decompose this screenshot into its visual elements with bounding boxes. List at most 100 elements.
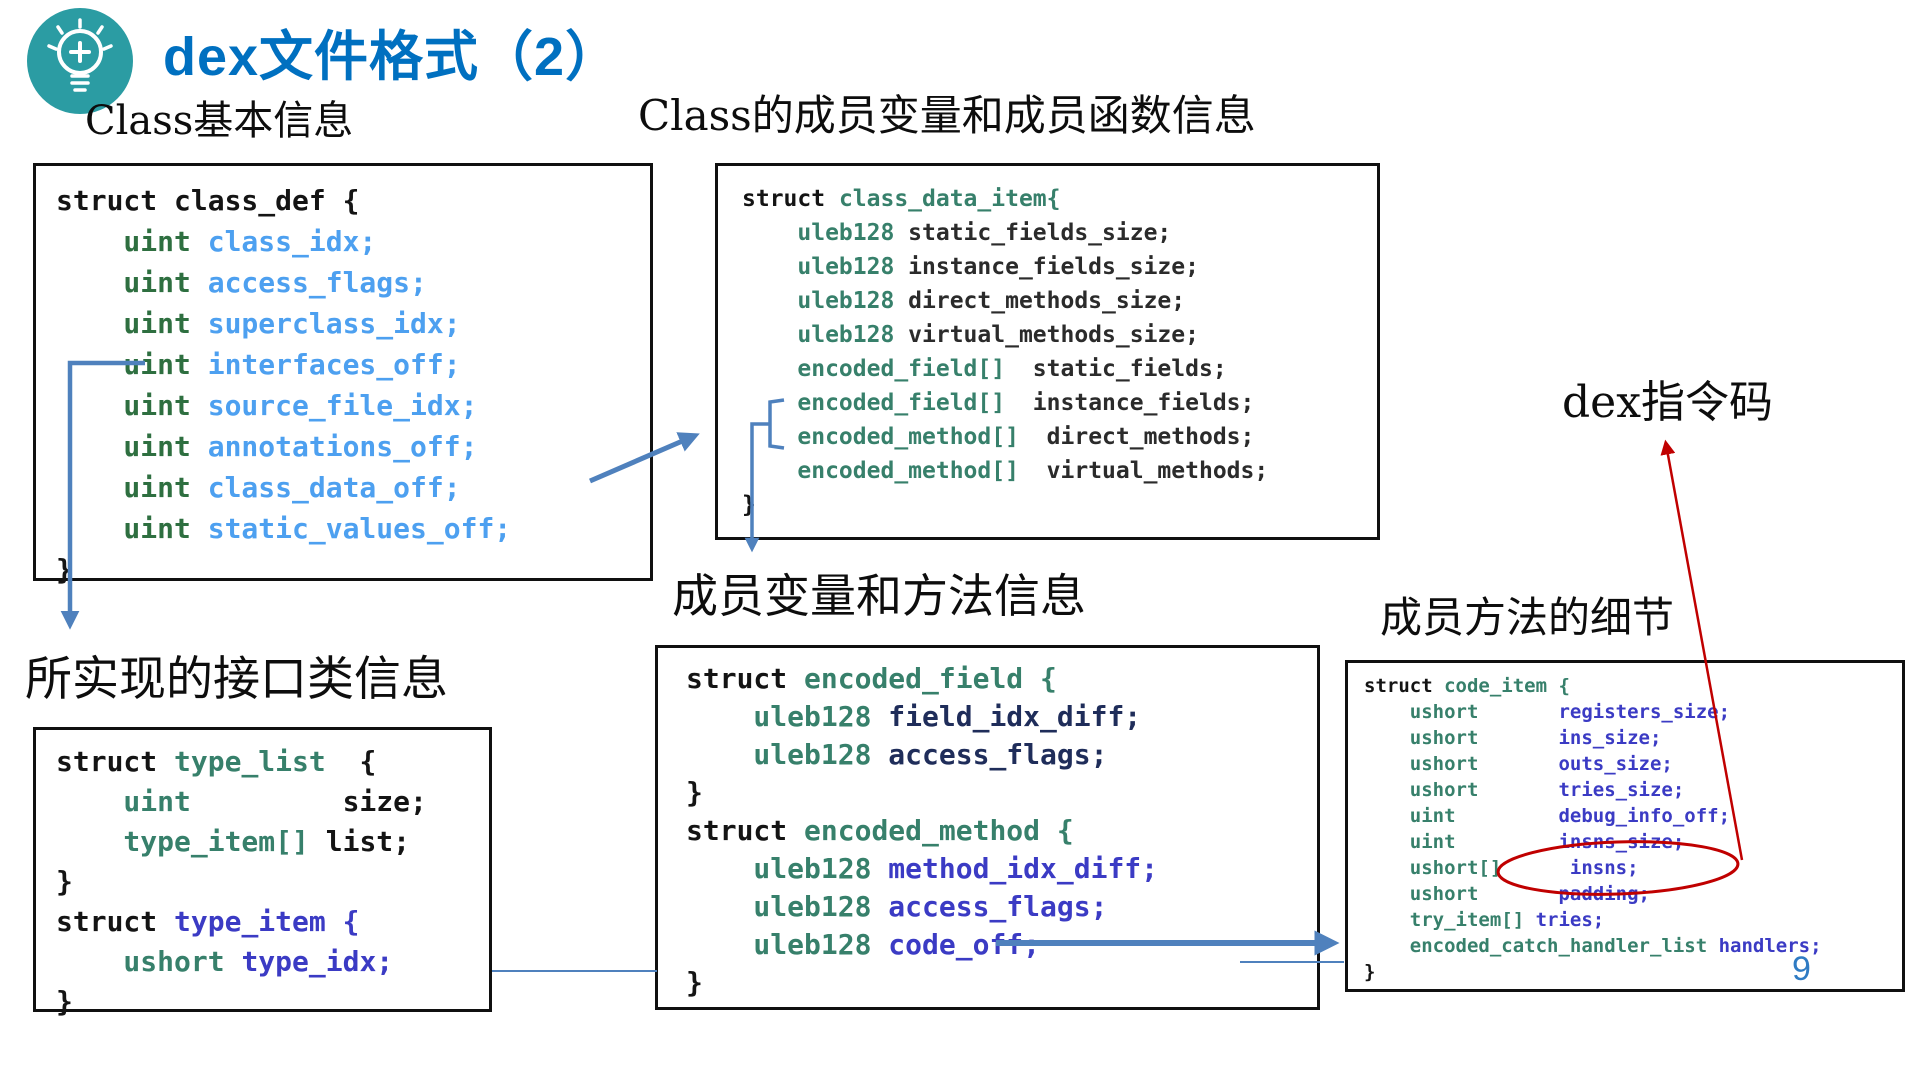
code-line: ushort outs_size; <box>1364 751 1902 777</box>
codebox-class-data-item: struct class_data_item{ uleb128 static_f… <box>715 163 1380 540</box>
code-line: uleb128 virtual_methods_size; <box>742 318 1377 352</box>
code-token: try_item[] <box>1364 909 1525 931</box>
code-token: uint <box>56 785 191 818</box>
code-token: struct class_def { <box>56 184 360 217</box>
code-token: encoded_method[] <box>742 424 1019 450</box>
code-line: uleb128 method_idx_diff; <box>686 850 1317 888</box>
code-token: class_idx; <box>207 225 377 258</box>
code-token: ushort <box>1364 779 1479 801</box>
code-line: } <box>56 549 650 590</box>
code-line: uint superclass_idx; <box>56 303 650 344</box>
code-token: uleb128 <box>686 738 889 771</box>
label-class-basic-info: Class基本信息 <box>85 98 354 144</box>
codebox-class-def: struct class_def { uint class_idx; uint … <box>33 163 653 586</box>
code-token: uint <box>56 225 208 258</box>
code-token: } <box>56 865 73 898</box>
code-token: } <box>742 492 756 518</box>
code-token: direct_methods; <box>1018 424 1255 450</box>
code-token: struct <box>686 662 805 695</box>
code-token: encoded_field[] <box>742 356 1006 382</box>
code-line: encoded_method[] direct_methods; <box>742 420 1377 454</box>
code-token: encoded_catch_handler_list <box>1364 935 1708 957</box>
code-token: virtual_methods; <box>1018 458 1269 484</box>
lightbulb-icon <box>27 8 133 114</box>
code-line: ushort padding; <box>1364 881 1902 907</box>
code-token: } <box>686 966 703 999</box>
label-member-method-info: 成员变量和方法信息 <box>672 569 1086 623</box>
codebox-encoded-field-method: struct encoded_field { uleb128 field_idx… <box>655 645 1320 1010</box>
code-token: direct_methods_size; <box>908 288 1186 314</box>
code-token: encoded_field[] <box>742 390 1006 416</box>
codebox-code-item: struct code_item { ushort registers_size… <box>1345 660 1905 992</box>
code-token: insns; <box>1501 857 1639 879</box>
code-line: struct class_def { <box>56 180 650 221</box>
code-token: list; <box>308 825 411 858</box>
code-token: tries_size; <box>1478 779 1685 801</box>
code-token: ushort <box>56 945 242 978</box>
code-token: padding; <box>1478 883 1650 905</box>
code-token: struct <box>1364 675 1445 697</box>
code-line: struct type_item { <box>56 902 489 942</box>
code-token: code_item { <box>1444 675 1570 697</box>
code-token: { <box>325 745 377 778</box>
code-token: virtual_methods_size; <box>908 322 1199 348</box>
page-title: dex文件格式（2） <box>163 27 621 87</box>
code-line: struct type_list { <box>56 742 489 782</box>
code-token: uint <box>1364 805 1456 827</box>
code-line: encoded_method[] virtual_methods; <box>742 454 1377 488</box>
code-line: type_item[] list; <box>56 822 489 862</box>
code-token: struct <box>686 814 805 847</box>
code-line: } <box>742 488 1377 522</box>
code-token: annotations_off; <box>207 430 478 463</box>
code-token: uint <box>56 389 208 422</box>
code-token: } <box>56 553 73 586</box>
code-token: struct <box>56 905 175 938</box>
code-token: } <box>686 776 703 809</box>
code-token: size; <box>190 785 427 818</box>
code-line: uint class_data_off; <box>56 467 650 508</box>
code-token: uleb128 <box>686 890 889 923</box>
code-line: ushort[] insns; <box>1364 855 1902 881</box>
code-token: uint <box>56 471 208 504</box>
code-token: uleb128 <box>742 220 909 246</box>
code-token: debug_info_off; <box>1455 805 1731 827</box>
code-token: encoded_method { <box>804 814 1074 847</box>
code-line: struct code_item { <box>1364 673 1902 699</box>
code-token: } <box>56 985 73 1018</box>
code-line: uint annotations_off; <box>56 426 650 467</box>
code-token: insns_size; <box>1455 831 1685 853</box>
code-token: encoded_field { <box>804 662 1057 695</box>
code-token: ushort <box>1364 701 1479 723</box>
code-token: type_list <box>174 745 326 778</box>
code-line: try_item[] tries; <box>1364 907 1902 933</box>
code-line: uint debug_info_off; <box>1364 803 1902 829</box>
code-token: outs_size; <box>1478 753 1673 775</box>
code-token: ushort <box>1364 753 1479 775</box>
page-number: 9 <box>1792 950 1811 988</box>
code-line: uint interfaces_off; <box>56 344 650 385</box>
code-line: uint access_flags; <box>56 262 650 303</box>
code-token: tries; <box>1524 909 1605 931</box>
code-token: instance_fields; <box>1005 390 1255 416</box>
code-token: uleb128 <box>742 288 909 314</box>
code-token: uleb128 <box>686 852 889 885</box>
code-token: uleb128 <box>686 928 889 961</box>
code-line: uleb128 static_fields_size; <box>742 216 1377 250</box>
code-token: uint <box>56 307 208 340</box>
code-token: field_idx_diff; <box>888 700 1142 733</box>
code-token: uint <box>56 512 208 545</box>
code-line: ushort registers_size; <box>1364 699 1902 725</box>
code-token: registers_size; <box>1478 701 1731 723</box>
code-line: } <box>56 862 489 902</box>
code-token: static_values_off; <box>207 512 512 545</box>
code-token: static_fields_size; <box>908 220 1172 246</box>
code-token: uint <box>1364 831 1456 853</box>
code-line: } <box>1364 959 1902 985</box>
code-line: uint source_file_idx; <box>56 385 650 426</box>
code-line: } <box>56 982 489 1022</box>
code-token: class_data_off; <box>207 471 461 504</box>
code-line: encoded_field[] instance_fields; <box>742 386 1377 420</box>
code-token: uleb128 <box>742 254 909 280</box>
code-token: instance_fields_size; <box>908 254 1199 280</box>
